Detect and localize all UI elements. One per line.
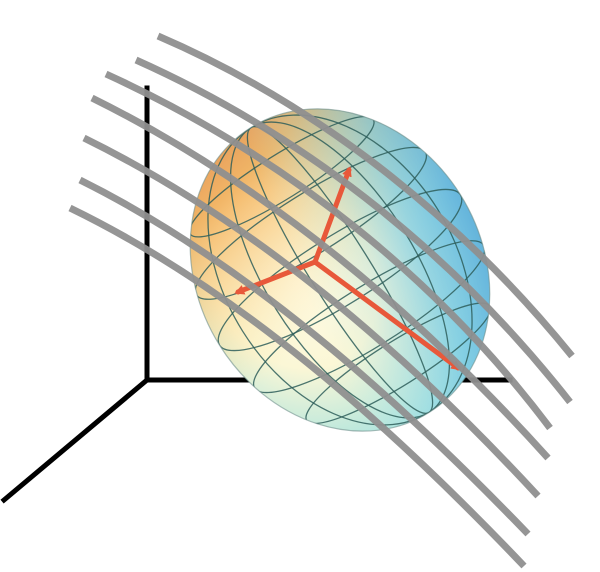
principal-eigenvector xyxy=(312,259,462,371)
fiber-curve xyxy=(68,204,527,569)
fiber-curve xyxy=(134,56,573,405)
fiber-curve xyxy=(90,94,551,461)
fiber-bundle-curves xyxy=(68,32,575,569)
ellipsoid-outline xyxy=(189,108,491,432)
fiber-curve xyxy=(104,70,553,431)
fiber-curve xyxy=(82,134,541,499)
fiber-curve xyxy=(156,32,575,359)
y-axis xyxy=(0,376,151,504)
fiber-curve xyxy=(78,176,531,537)
